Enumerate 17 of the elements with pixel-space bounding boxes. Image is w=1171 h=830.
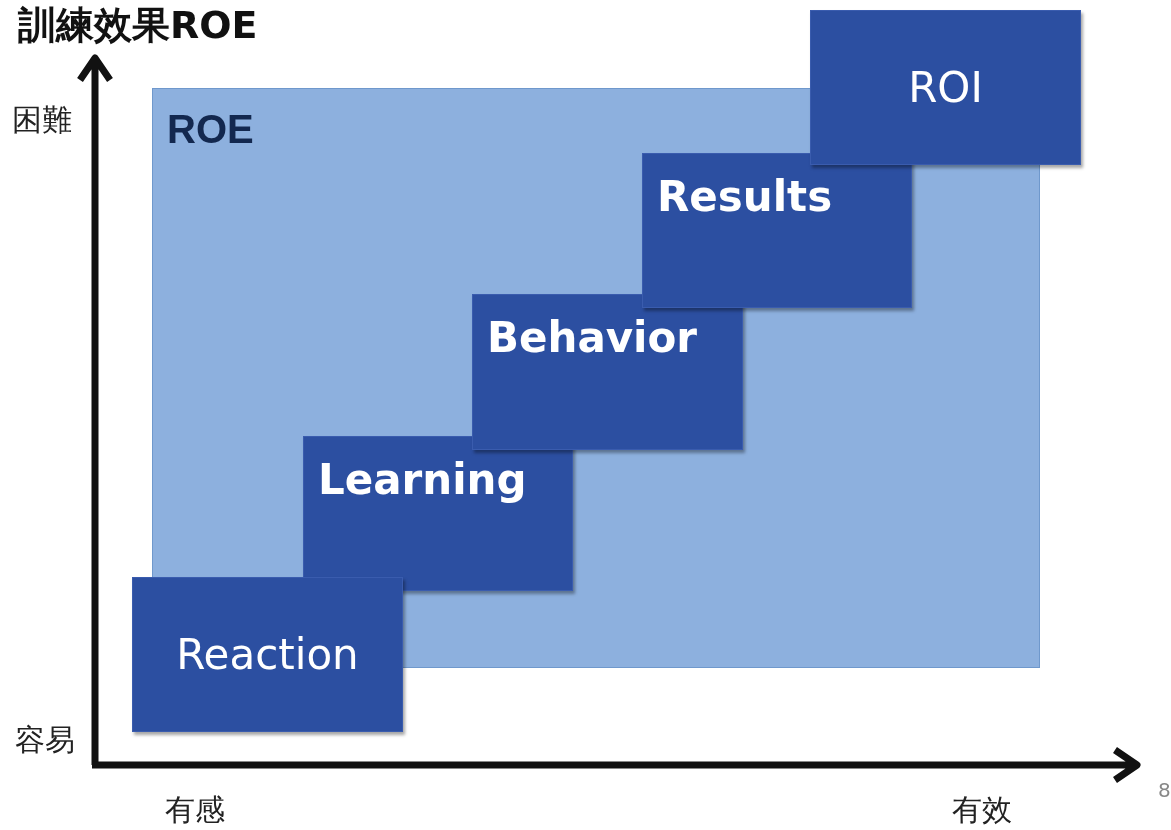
axis-label: 有效 (952, 791, 1012, 829)
level-box (642, 153, 912, 308)
node-label: Behavior (487, 313, 698, 362)
title: 訓練效果ROE (18, 2, 258, 49)
node-label: ROI (908, 63, 983, 112)
axis-label: 容易 (15, 721, 75, 759)
axis-label: 困難 (12, 101, 72, 139)
level-box (132, 577, 403, 732)
node-label: Learning (318, 455, 527, 504)
level-box (810, 10, 1081, 165)
node-label: Results (657, 172, 833, 221)
node-label: Reaction (176, 630, 359, 679)
level-box (472, 294, 743, 450)
axis-label: 有感 (165, 791, 225, 829)
page-number: 8 (1158, 778, 1171, 802)
level-box (303, 436, 573, 591)
node-label: ROE (167, 107, 254, 152)
